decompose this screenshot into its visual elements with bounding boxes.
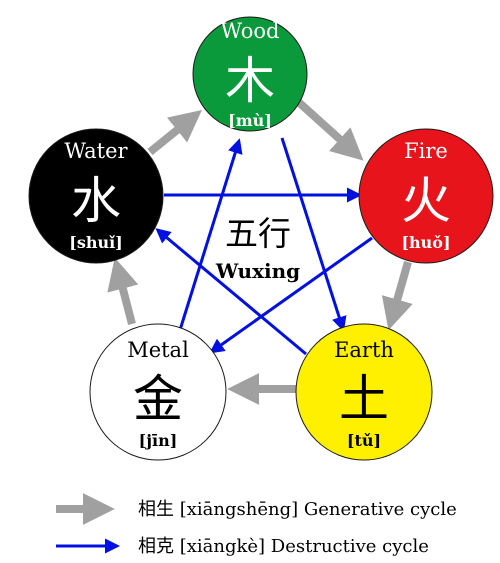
arrow-earth-to-water	[155, 228, 307, 356]
wood-name: Wood	[221, 19, 280, 43]
center-label-group: 五行 Wuxing	[215, 214, 300, 283]
wood-circle	[192, 16, 308, 132]
arrow-water-to-wood	[147, 109, 202, 156]
wood-node: Wood 木 [mù]	[192, 16, 308, 132]
water-circle	[28, 128, 164, 264]
fire-circle	[358, 128, 494, 264]
arrow-wood-to-earth	[280, 137, 347, 332]
legend-generative-label: 相生 [xiāngshēng] Generative cycle	[138, 499, 457, 520]
earth-node: Earth 土 [tǔ]	[295, 323, 433, 461]
metal-node: Metal 金 [jīn]	[89, 323, 227, 461]
metal-pinyin: [jīn]	[139, 431, 178, 450]
fire-name: Fire	[404, 139, 448, 163]
generative-arrows	[107, 95, 413, 405]
water-node: Water 水 [shuǐ]	[28, 128, 164, 264]
earth-hanzi: 土	[339, 370, 389, 428]
arrow-metal-to-wood	[178, 138, 243, 331]
metal-name: Metal	[127, 338, 189, 362]
earth-name: Earth	[334, 338, 394, 362]
metal-hanzi: 金	[133, 370, 183, 428]
arrow-metal-to-water	[107, 257, 139, 326]
earth-pinyin: [tǔ]	[347, 431, 381, 450]
destructive-arrows	[155, 137, 373, 356]
legend: 相生 [xiāngshēng] Generative cycle 相克 [xiā…	[56, 493, 457, 557]
fire-node: Fire 火 [huǒ]	[358, 128, 494, 264]
fire-pinyin: [huǒ]	[401, 233, 450, 252]
water-name: Water	[64, 139, 128, 163]
arrow-wood-to-fire	[291, 95, 364, 161]
center-label: Wuxing	[215, 259, 300, 283]
water-hanzi: 水	[71, 172, 121, 230]
arrow-fire-to-metal	[209, 236, 373, 354]
center-hanzi: 五行	[225, 214, 291, 253]
wood-pinyin: [mù]	[228, 111, 272, 130]
water-pinyin: [shuǐ]	[69, 233, 123, 252]
legend-destructive-label: 相克 [xiāngkè] Destructive cycle	[138, 536, 429, 557]
fire-hanzi: 火	[401, 172, 451, 230]
wood-hanzi: 木	[225, 52, 275, 110]
arrow-fire-to-earth	[381, 260, 413, 331]
earth-circle	[295, 323, 433, 461]
metal-circle	[89, 323, 227, 461]
